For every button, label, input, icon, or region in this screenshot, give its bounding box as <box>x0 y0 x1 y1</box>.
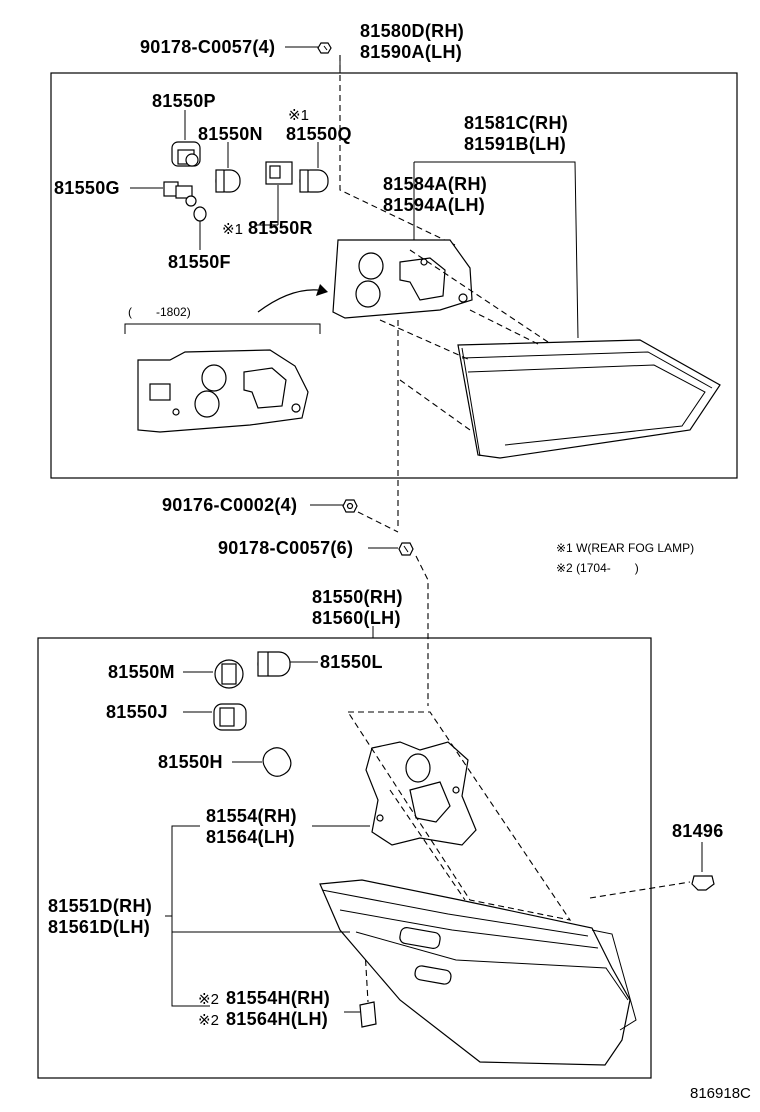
upper-frame <box>50 72 738 479</box>
clip-mid-dash <box>357 511 399 533</box>
label-clip-mid: 90176-C0002(4) <box>162 495 297 515</box>
label-bulb-h: 81550H <box>158 752 223 772</box>
label-lens-outer-lh: 81561D(LH) <box>48 917 150 937</box>
label-note2-h2: ※2 <box>198 1012 219 1029</box>
label-note2-h: ※2 <box>198 991 219 1008</box>
date-range-1802: ( -1802) <box>128 305 191 319</box>
label-gasket-outer-rh: 81554(RH) <box>206 806 297 826</box>
socket-g-icon <box>130 181 197 207</box>
lower-dash-81496 <box>589 881 691 899</box>
clip-81496-icon <box>691 842 715 891</box>
label-gasket-inner-rh: 81584A(RH) <box>383 174 487 194</box>
label-lens-inner-rh: 81581C(RH) <box>464 113 568 133</box>
socket-j-icon <box>183 703 247 731</box>
lens-inner-leader <box>414 161 579 339</box>
screw-mid-dash <box>415 555 429 706</box>
bulb-l-icon <box>257 651 318 677</box>
label-gasket-outer-lh: 81564(LH) <box>206 827 295 847</box>
label-lamp-outer-lh: 81560(LH) <box>312 608 401 628</box>
bulb-h-icon <box>232 747 292 777</box>
label-socket-m: 81550M <box>108 662 175 682</box>
label-note1-r: ※1 <box>222 221 243 238</box>
assembly-dash-4 <box>469 309 541 346</box>
label-note-date: ※2 (1704- ) <box>556 561 639 575</box>
label-lamp-inner-lh: 81590A(LH) <box>360 42 462 62</box>
label-bulb-l: 81550L <box>320 652 383 672</box>
date-range-bracket <box>124 323 321 334</box>
label-socket-r: 81550R <box>248 218 313 238</box>
clip-mid-icon <box>310 499 358 513</box>
label-screw-mid: 90178-C0057(6) <box>218 538 353 558</box>
assembly-dash-1 <box>409 249 549 343</box>
screw-top-icon <box>285 42 332 54</box>
label-lens-inner-lh: 81591B(LH) <box>464 134 566 154</box>
lower-dash-rect <box>346 711 572 921</box>
label-screw-top: 90178-C0057(4) <box>140 37 275 57</box>
lower-dash-cushion <box>364 949 369 1003</box>
socket-m-icon <box>183 659 244 689</box>
arrow-icon <box>257 284 328 313</box>
label-bulb-q: 81550Q <box>286 124 352 144</box>
group-bracket <box>171 825 210 1007</box>
socket-p-icon <box>171 110 201 167</box>
label-bulb-n: 81550N <box>198 124 263 144</box>
lower-dash-2 <box>389 789 466 901</box>
label-socket-p: 81550P <box>152 91 216 111</box>
label-bulb-f: 81550F <box>168 252 231 272</box>
label-lens-outer-rh: 81551D(RH) <box>48 896 152 916</box>
label-note1-q: ※1 <box>288 107 309 124</box>
socket-r-icon <box>255 161 293 226</box>
lower-frame <box>37 637 652 1079</box>
label-lamp-outer-rh: 81550(RH) <box>312 587 403 607</box>
gasket-variant-icon <box>137 349 309 433</box>
assembly-dash-3 <box>399 379 471 431</box>
gasket-inner-icon <box>332 239 473 319</box>
label-socket-j: 81550J <box>106 702 168 722</box>
bulb-n-icon <box>215 142 241 193</box>
gasket-outer-icon <box>365 741 477 846</box>
label-lamp-inner-rh: 81580D(RH) <box>360 21 464 41</box>
label-cushion-lh: 81564H(LH) <box>226 1009 328 1029</box>
label-socket-g: 81550G <box>54 178 120 198</box>
screw-top-dashline <box>339 55 456 246</box>
bulb-f-icon <box>193 206 207 250</box>
bulb-q-icon <box>299 142 329 193</box>
cushion-icon <box>359 1001 377 1028</box>
lamp-inner-icon <box>457 339 721 459</box>
label-clip-81496: 81496 <box>672 821 724 841</box>
assembly-dash-2 <box>379 319 471 361</box>
screw-mid-icon <box>368 542 414 556</box>
label-cushion-rh: 81554H(RH) <box>226 988 330 1008</box>
lamp-outer-icon <box>319 879 637 1066</box>
label-gasket-inner-lh: 81594A(LH) <box>383 195 485 215</box>
label-diagram-code: 816918C <box>690 1085 751 1102</box>
label-note-w: ※1 W(REAR FOG LAMP) <box>556 541 694 555</box>
